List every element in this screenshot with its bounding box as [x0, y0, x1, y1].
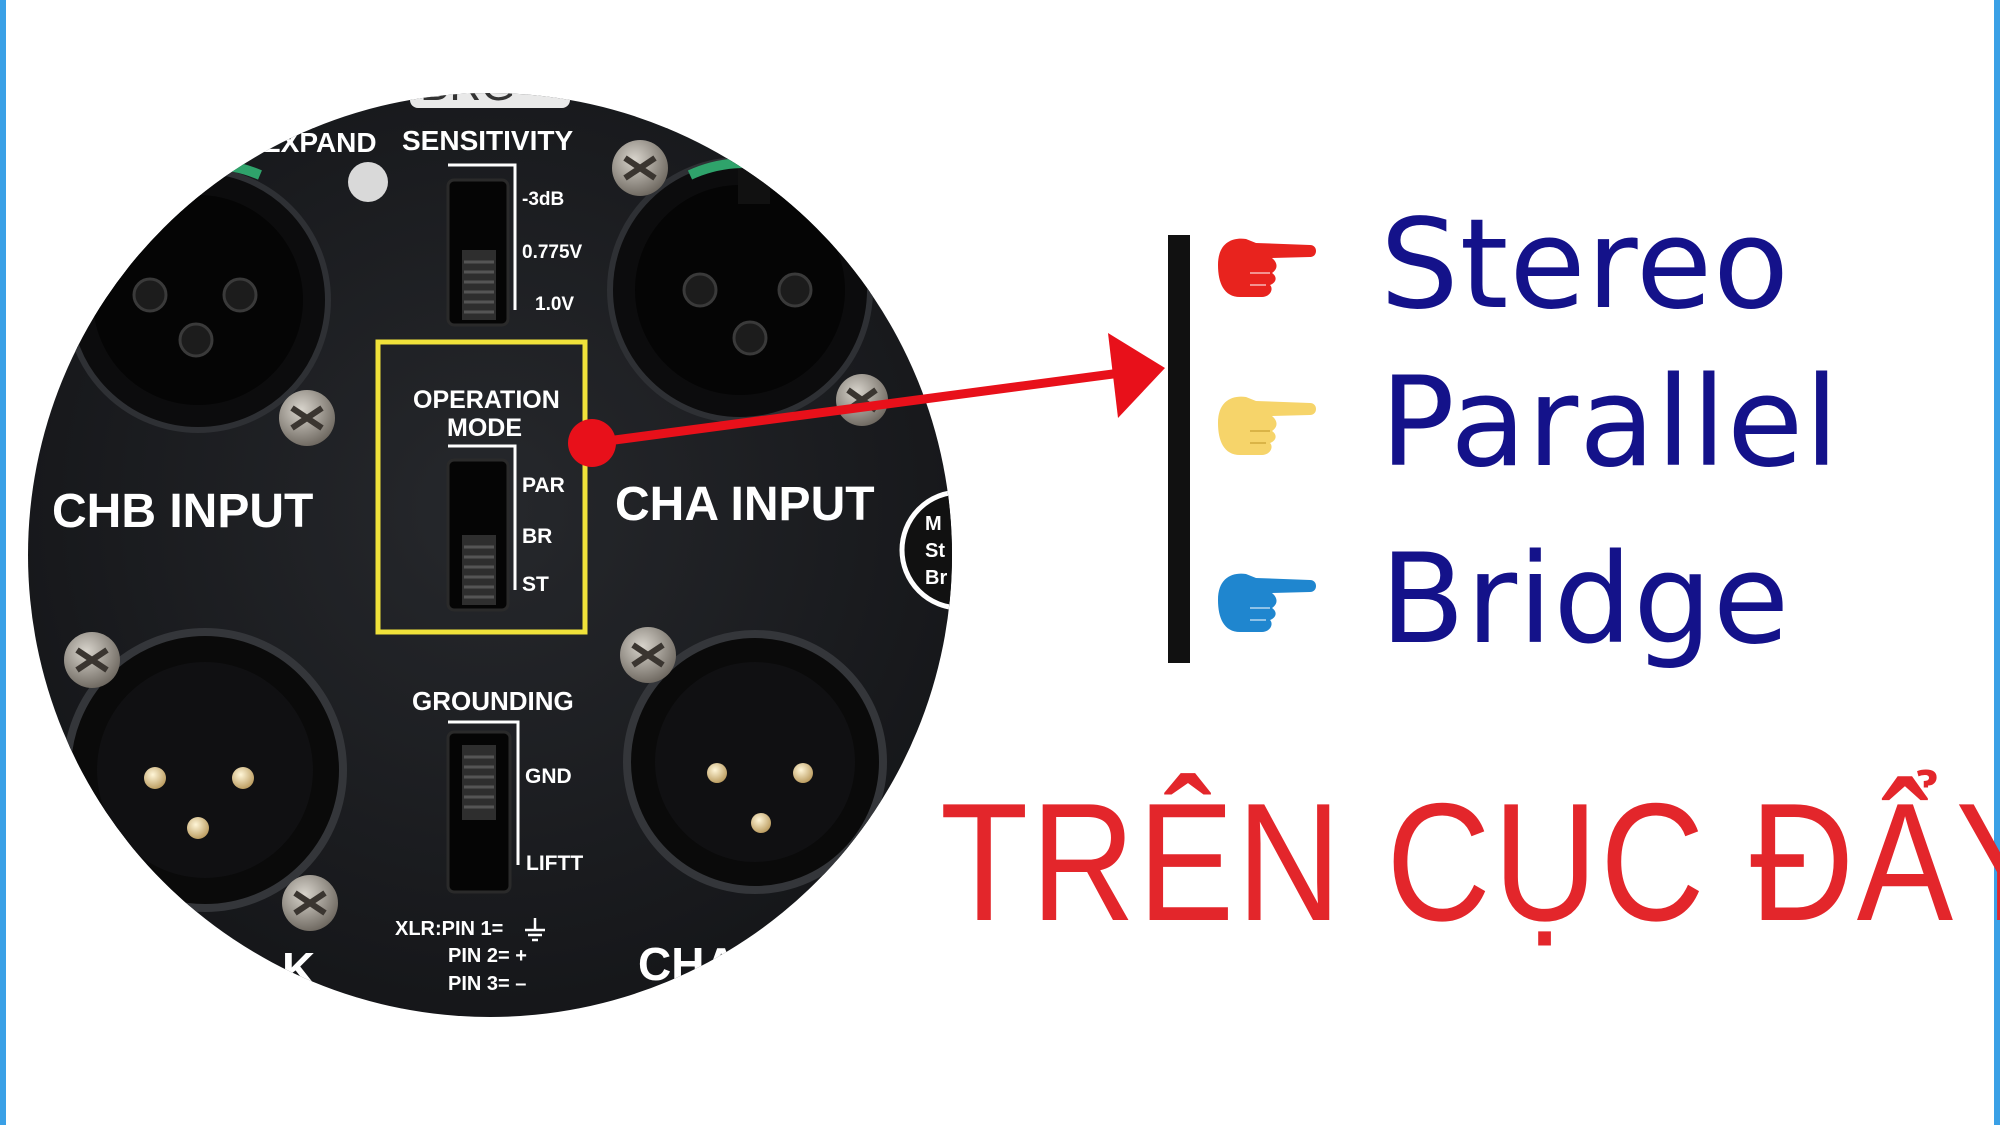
mode-row-stereo: Stereo	[1210, 190, 1790, 340]
chb-output-label-partial: K	[282, 943, 315, 995]
expand-led	[348, 162, 388, 202]
mode-row-bridge: Bridge	[1210, 525, 1790, 675]
divider-bar	[1168, 235, 1190, 663]
ground-symbol-icon	[525, 918, 545, 942]
pin-legend-line2: PIN 2= +	[448, 945, 527, 967]
screw-icon	[836, 374, 888, 426]
cha-xlr-male-icon[interactable]	[623, 630, 887, 894]
grounding-option-gnd: GND	[525, 765, 572, 788]
cha-output-label-partial: CHA	[638, 938, 738, 990]
operation-mode-bracket	[448, 444, 517, 590]
screw-icon	[279, 390, 335, 446]
cha-xlr-female-icon[interactable]	[607, 157, 873, 423]
grounding-title: GROUNDING	[412, 686, 574, 716]
sensitivity-option-1: -3dB	[522, 189, 564, 210]
screw-icon	[64, 632, 120, 688]
operation-mode-highlight-box	[375, 339, 588, 635]
side-badge-text-1: M	[925, 513, 942, 535]
headline-text: TRÊN CỤC ĐẨY	[940, 768, 2000, 956]
grounding-bracket	[448, 720, 520, 865]
side-badge-text-2: St	[925, 540, 945, 562]
pointing-hand-icon	[1218, 573, 1316, 632]
side-badge-text-3: Br	[925, 567, 947, 589]
sensitivity-bracket	[448, 163, 517, 310]
operation-mode-title-line2: MODE	[447, 414, 522, 442]
mode-label-parallel: Parallel	[1380, 351, 1840, 495]
chb-xlr-female-icon[interactable]	[65, 159, 331, 433]
pointing-hand-icon	[1218, 396, 1316, 455]
pin-legend-line1: XLR:PIN 1=	[395, 918, 503, 940]
operation-mode-option-st: ST	[522, 573, 549, 596]
grounding-switch-knob[interactable]	[462, 745, 496, 820]
sensitivity-title: SENSITIVITY	[402, 125, 573, 156]
sensitivity-option-2: 0.775V	[522, 242, 583, 263]
pin-legend-line3: PIN 3= –	[448, 973, 526, 995]
operation-mode-option-br: BR	[522, 525, 552, 548]
pointing-hand-icon	[1218, 238, 1316, 297]
operation-mode-title-line1: OPERATION	[413, 386, 560, 414]
screw-icon	[612, 140, 668, 196]
cha-input-label: CHA INPUT	[615, 478, 875, 531]
sensitivity-switch-knob[interactable]	[462, 250, 496, 320]
model-badge	[410, 93, 570, 108]
frame-border-left	[0, 0, 6, 1125]
screw-icon	[282, 875, 338, 931]
callout-arrow-icon	[568, 333, 1165, 467]
model-badge-text: BRG	[420, 61, 515, 110]
mode-row-parallel: Parallel	[1210, 348, 1840, 498]
operation-mode-option-par: PAR	[522, 474, 565, 497]
frame-border-right	[1994, 0, 2000, 1125]
chb-input-label: CHB INPUT	[52, 485, 313, 538]
mode-label-bridge: Bridge	[1380, 528, 1791, 672]
side-badge	[899, 489, 952, 611]
grounding-option-lift: LIFTT	[526, 852, 583, 875]
mode-label-stereo: Stereo	[1380, 193, 1791, 337]
screw-icon	[620, 627, 676, 683]
expand-label: EXPAND	[262, 127, 377, 158]
sensitivity-option-3: 1.0V	[535, 294, 574, 315]
operation-mode-switch-knob[interactable]	[462, 535, 496, 605]
